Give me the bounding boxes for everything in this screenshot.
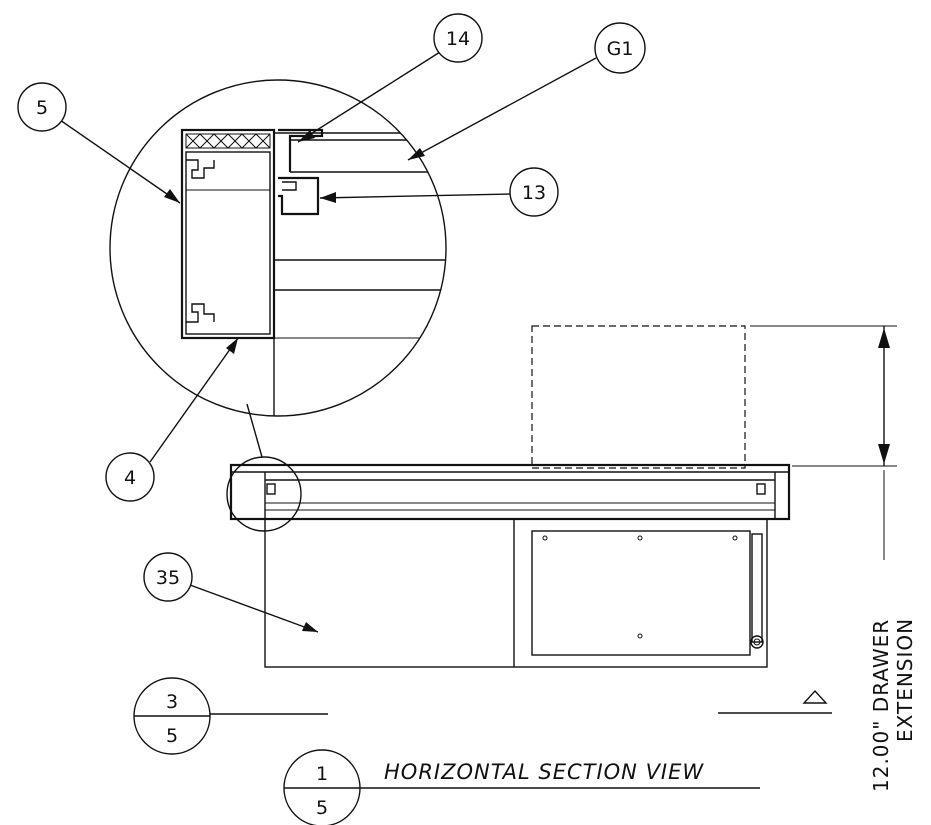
callout-13: 13 — [319, 167, 559, 217]
plan-section — [226, 325, 791, 668]
callout-5-label: 5 — [36, 97, 48, 119]
callout-13-label: 13 — [522, 182, 546, 204]
section-marker-number: 3 — [166, 691, 178, 713]
section-marker-sheet: 5 — [166, 725, 178, 747]
frame-profile — [180, 128, 276, 340]
drawer-knob — [750, 635, 764, 649]
callout-g1: G1 — [407, 22, 646, 161]
view-title-sheet: 5 — [316, 797, 328, 819]
section-marker: 3 5 — [133, 677, 832, 755]
callout-4: 4 — [105, 337, 239, 502]
callout-g1-label: G1 — [607, 38, 634, 60]
dimension-line1: 12.00" DRAWER — [869, 619, 893, 792]
revision-triangle — [802, 689, 828, 704]
drawer-extension-outline — [531, 325, 746, 469]
drawer-front — [531, 530, 751, 656]
view-title-label: HORIZONTAL SECTION VIEW — [384, 760, 704, 784]
callout-35-label: 35 — [156, 567, 180, 589]
callout-14-label: 14 — [446, 28, 470, 50]
callout-14: 14 — [297, 13, 483, 143]
detail-magnifier — [109, 79, 447, 417]
callout-35: 35 — [143, 552, 319, 633]
view-title-number: 1 — [316, 763, 328, 785]
main-rail — [229, 463, 791, 521]
cabinet-body — [264, 518, 768, 668]
callout-5: 5 — [17, 82, 181, 204]
view-title: 1 5 HORIZONTAL SECTION VIEW — [283, 749, 760, 825]
callout-4-label: 4 — [124, 467, 136, 489]
dimension-line2: EXTENSION — [893, 618, 917, 742]
drawer-extension-dimension: 12.00" DRAWER EXTENSION — [750, 325, 917, 792]
detail-reference-circle — [226, 456, 302, 532]
